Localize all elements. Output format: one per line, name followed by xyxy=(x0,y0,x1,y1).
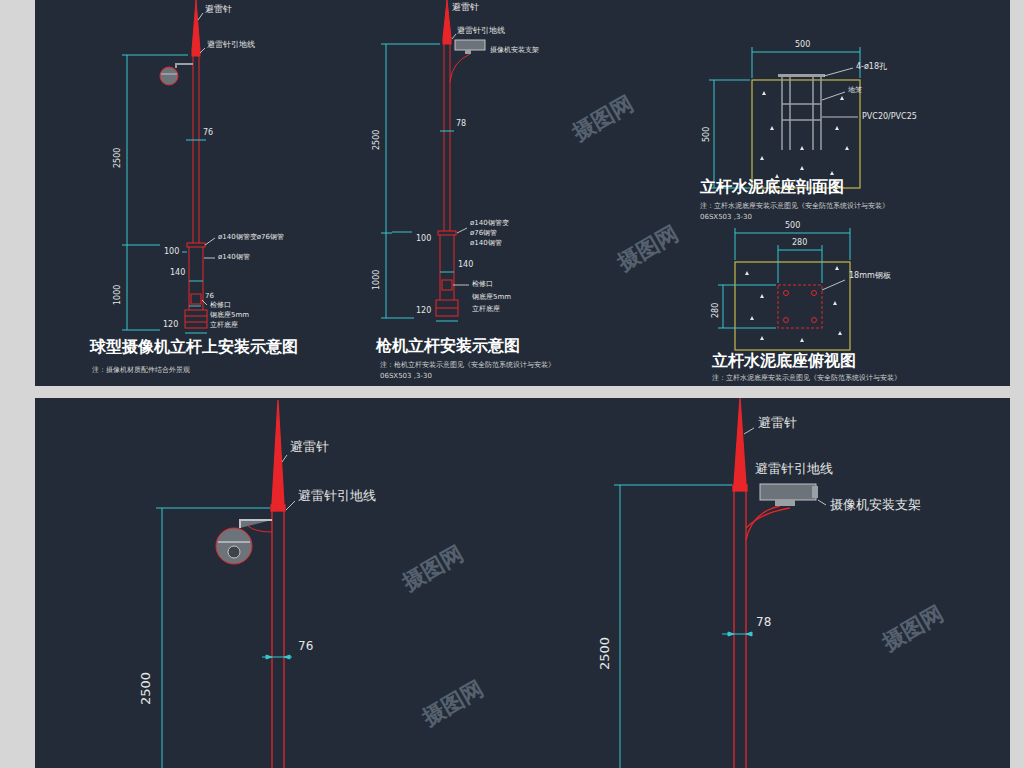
dimension-lines xyxy=(156,508,292,768)
watermark: 摄图网 xyxy=(613,220,683,275)
part-label: 摄像机安装支架 xyxy=(830,498,921,513)
dimension-text: 140 xyxy=(458,260,473,269)
part-label: ø140钢管变ø76钢管 xyxy=(218,233,284,241)
figure-title: 立杆水泥底座剖面图 xyxy=(700,178,844,196)
drawing-panel xyxy=(35,398,1010,768)
bullet-pole xyxy=(733,398,790,768)
leader-lines xyxy=(452,34,469,285)
part-label: 避雷针 xyxy=(758,416,797,431)
dimension-lines xyxy=(122,55,207,333)
note-text: 06SX503 ,3-30 xyxy=(700,213,752,221)
part-label: 钢底座5mm xyxy=(210,311,249,319)
figure-title: 球型摄像机立杆上安装示意图 xyxy=(90,338,298,356)
part-label: ø140钢管 xyxy=(470,239,502,247)
dome-pole xyxy=(185,0,207,328)
watermark: 摄图网 xyxy=(568,90,638,145)
part-label: PVC20/PVC25 xyxy=(862,112,917,121)
note-text: 注：枪机立杆安装示意图见《安全防范系统设计与安装》 xyxy=(380,361,555,369)
part-label: 4-ø18孔 xyxy=(856,62,887,71)
dimension-text: 500 xyxy=(785,221,800,230)
drawing-panel xyxy=(35,0,1010,386)
dimension-text: 2500 xyxy=(372,130,381,150)
part-label: 检修口 xyxy=(210,301,231,309)
part-label: 避雷针引地线 xyxy=(207,40,255,49)
dimension-lines xyxy=(718,228,850,328)
dimension-text: 2500 xyxy=(139,672,154,705)
concrete-base-section xyxy=(752,74,860,188)
bullet-camera xyxy=(760,484,818,506)
note-text: 注：立杆水泥底座安装示意图见《安全防范系统设计与安装》 xyxy=(712,374,901,382)
dimension-text: 500 xyxy=(702,127,711,142)
bullet-camera xyxy=(455,40,485,54)
watermark: 摄图网 xyxy=(398,540,468,595)
part-label: 18mm钢板 xyxy=(849,271,891,280)
part-label: ø76钢管 xyxy=(470,229,497,237)
note-text: 06SX503 ,3-30 xyxy=(380,372,432,380)
dimension-text: 280 xyxy=(711,303,720,318)
dimension-text: 100 xyxy=(164,247,179,256)
part-label: 地笼 xyxy=(848,86,862,94)
dimension-text: 78 xyxy=(756,616,771,630)
dimension-text: 1000 xyxy=(113,285,122,305)
dimension-text: 76 xyxy=(298,640,313,654)
part-label: 避雷针引地线 xyxy=(298,489,376,504)
dimension-text: 76 xyxy=(205,292,214,300)
dimension-text: 2500 xyxy=(113,148,122,168)
part-label: ø140钢管变 xyxy=(470,219,509,227)
part-label: 避雷针 xyxy=(290,440,329,455)
figure-title: 立杆水泥底座俯视图 xyxy=(712,352,856,370)
part-label: 检修口 xyxy=(472,280,493,288)
note-text: 注：摄像机材质配件结合外景观 xyxy=(92,366,190,374)
dimension-text: 120 xyxy=(163,320,178,329)
dimension-text: 500 xyxy=(795,40,810,49)
dimension-text: 100 xyxy=(416,234,431,243)
dimension-lines xyxy=(381,44,458,321)
dimension-text: 280 xyxy=(792,238,807,247)
dimension-text: 78 xyxy=(456,119,466,128)
part-label: 立杆底座 xyxy=(472,305,500,313)
watermark: 摄图网 xyxy=(878,600,948,655)
leader-lines xyxy=(822,280,845,290)
dimension-text: 1000 xyxy=(372,270,381,290)
part-label: 避雷针引地线 xyxy=(755,462,833,477)
part-label: 避雷针 xyxy=(205,4,232,14)
part-label: 钢底座5mm xyxy=(472,293,511,301)
dimension-text: 140 xyxy=(170,268,185,277)
concrete-base-plan xyxy=(735,262,850,350)
watermark: 摄图网 xyxy=(418,675,488,730)
part-label: ø140钢管 xyxy=(218,253,250,261)
dimension-lines xyxy=(614,485,752,768)
leader-lines xyxy=(198,13,215,305)
leader-lines xyxy=(282,455,295,510)
part-label: 避雷针 xyxy=(452,2,479,12)
dome-camera xyxy=(160,64,193,85)
dome-pole xyxy=(271,400,285,768)
note-text: 注：立杆水泥底座安装示意图见《安全防范系统设计与安装》 xyxy=(700,202,889,210)
part-label: 立杆底座 xyxy=(210,321,238,329)
dimension-text: 2500 xyxy=(598,637,613,670)
dimension-text: 76 xyxy=(203,128,213,137)
part-label: 避雷针引地线 xyxy=(457,26,505,35)
dimension-text: 120 xyxy=(416,306,431,315)
part-label: 摄像机安装支架 xyxy=(490,46,539,54)
figure-title: 枪机立杆安装示意图 xyxy=(376,337,520,355)
dimension-lines xyxy=(709,47,860,188)
dome-camera xyxy=(216,520,272,564)
